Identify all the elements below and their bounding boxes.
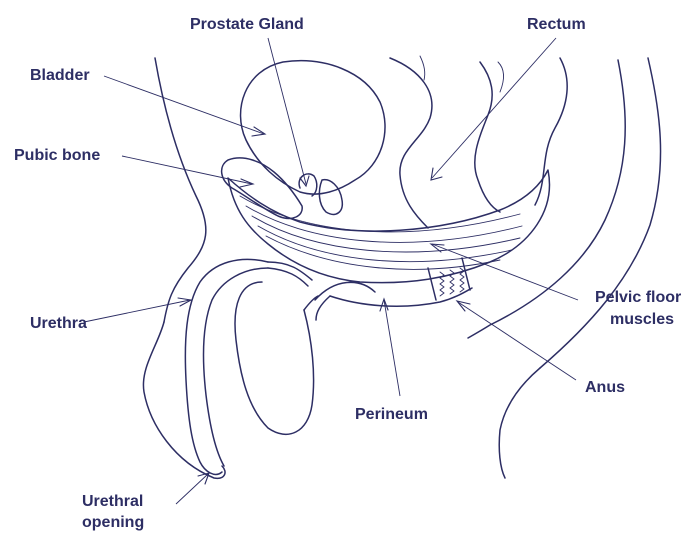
leader-anus (458, 302, 576, 380)
arrowhead-bladder (252, 127, 265, 136)
label-urethral-opening-line1: Urethral (82, 493, 143, 510)
leader-urethral-opening (176, 474, 208, 504)
leader-prostate-gland (268, 38, 306, 184)
label-pelvic-floor-line1: Pelvic floor (595, 289, 681, 306)
perineum-outline (330, 288, 472, 306)
buttock-outline (499, 368, 540, 478)
label-prostate-gland: Prostate Gland (190, 16, 304, 33)
label-urethra: Urethra (30, 315, 87, 332)
label-pelvic-floor-line2: muscles (610, 311, 674, 328)
label-anus: Anus (585, 379, 625, 396)
arrowhead-rectum (431, 168, 442, 180)
pubic-bone-shape (222, 158, 303, 218)
urethra-channel (204, 268, 268, 466)
muscle-striation (240, 196, 520, 232)
bladder-shape (241, 61, 385, 194)
perineum-to-thigh-outline (316, 296, 330, 320)
label-perineum: Perineum (355, 406, 428, 423)
muscle-striation (252, 216, 520, 252)
muscle-striation (246, 206, 522, 242)
leader-pubic-bone (122, 156, 252, 184)
leader-rectum (432, 38, 556, 178)
rectum-inner-wall-left (475, 62, 500, 212)
label-bladder: Bladder (30, 67, 90, 84)
anal-canal-outline (428, 258, 470, 300)
leader-urethra (84, 300, 190, 322)
label-urethral-opening-line2: opening (82, 514, 144, 531)
testicle-outline (235, 282, 314, 434)
label-pubic-bone: Pubic bone (14, 147, 100, 164)
penis-outer-outline (185, 259, 268, 474)
rectum-outer-wall (390, 58, 432, 228)
leader-bladder (104, 76, 264, 134)
urethra-upper-connection (268, 262, 312, 286)
thigh-outline (143, 322, 225, 478)
pelvic-floor-muscle-shape (228, 170, 549, 283)
label-rectum: Rectum (527, 16, 586, 33)
scrotum-outline (304, 282, 375, 310)
leader-perineum (384, 300, 400, 396)
muscle-striation (266, 236, 500, 269)
